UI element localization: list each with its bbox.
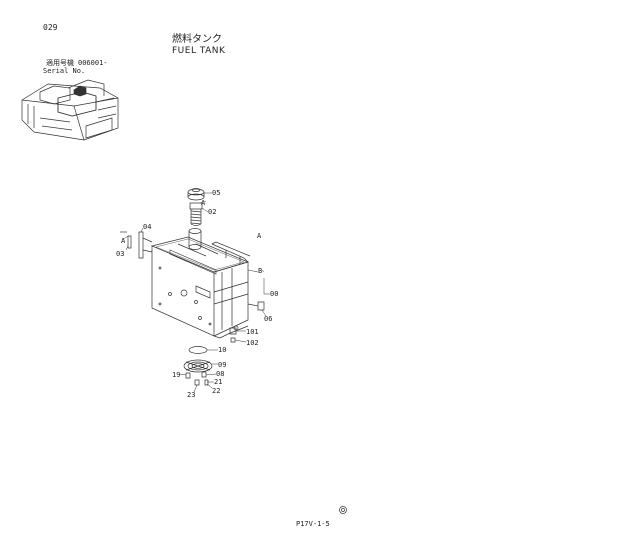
cover-plate — [183, 359, 213, 373]
callout-04: 04 — [143, 223, 151, 231]
mounting-bracket-left — [120, 231, 153, 259]
callout-08: 08 — [216, 370, 224, 378]
callout-06: 06 — [264, 315, 272, 323]
callout-a-mark: A — [201, 199, 206, 207]
fuel-tank-body — [150, 236, 251, 339]
callout-02: 02 — [208, 208, 216, 216]
callout-00: 00 — [270, 290, 278, 298]
callout-10: 10 — [218, 346, 226, 354]
bolt-06 — [247, 301, 265, 311]
callout-102: 102 — [246, 339, 259, 347]
o-ring — [188, 346, 208, 354]
page-reference: P17V-1-5 — [296, 520, 330, 528]
serial-label-english: Serial No. — [43, 67, 86, 75]
excavator-locator-icon — [21, 79, 119, 141]
callout-23: 23 — [187, 391, 195, 399]
footer-symbol-icon — [339, 506, 347, 514]
callout-b: B — [258, 267, 262, 275]
callout-19: 19 — [172, 371, 180, 379]
view-a-label: A — [257, 232, 262, 240]
callout-09: 09 — [218, 361, 226, 369]
title-japanese: 燃料タンク — [172, 34, 222, 45]
callout-05: 05 — [212, 189, 220, 197]
callout-21: 21 — [214, 378, 222, 386]
title-english: FUEL TANK — [172, 46, 226, 56]
callout-03: 03 — [116, 250, 124, 258]
callout-a-left: A — [121, 237, 126, 245]
serial-value: 006001- — [78, 59, 108, 67]
filler-neck — [188, 228, 202, 250]
small-bolts — [185, 371, 209, 386]
callout-101: 101 — [246, 328, 259, 336]
leader-lines — [121, 192, 270, 393]
page-code: 029 — [43, 23, 58, 32]
callout-22: 22 — [212, 387, 220, 395]
serial-label-japanese: 適用号機 — [46, 59, 74, 67]
drain-plug — [229, 327, 237, 343]
strainer — [189, 202, 203, 226]
